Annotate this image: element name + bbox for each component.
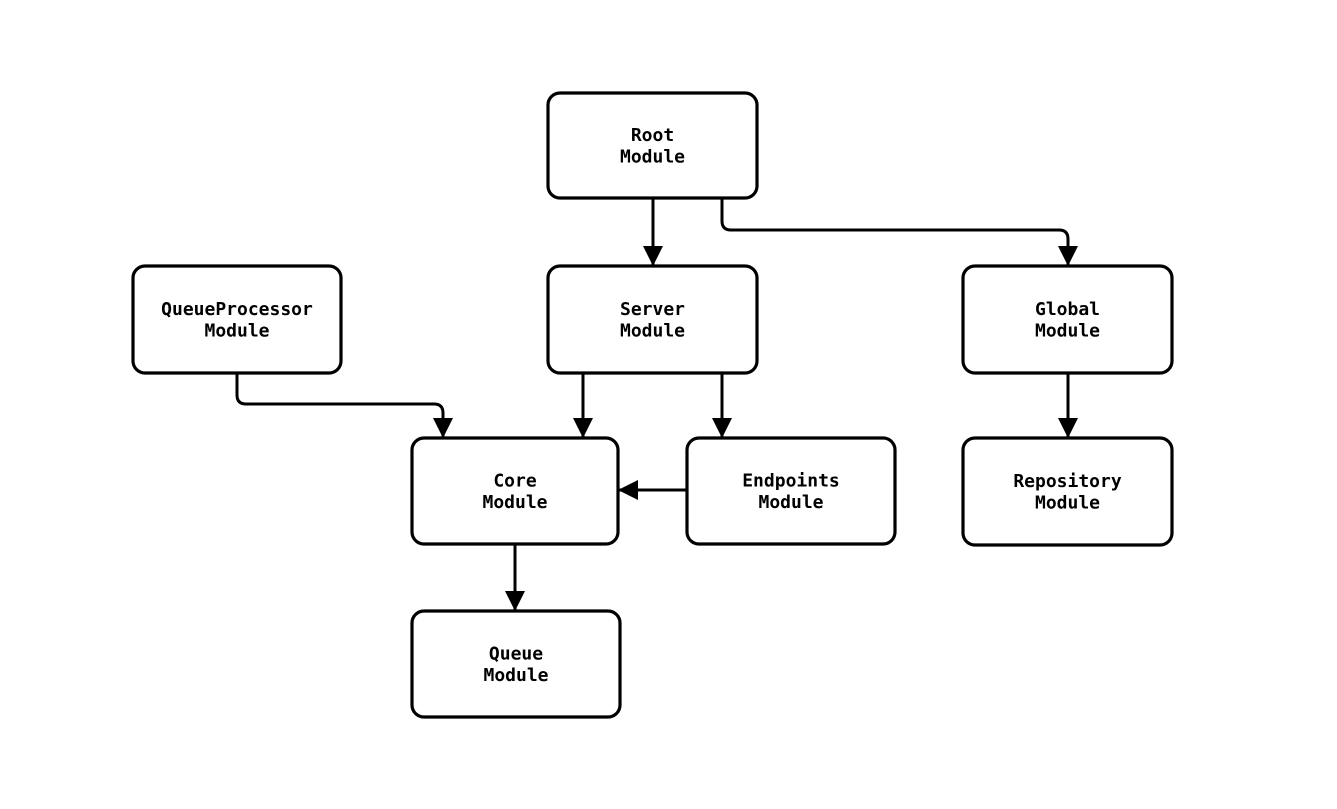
edges-layer — [235, 198, 1078, 611]
node-global-module-box — [961, 264, 1174, 375]
node-endpoints-module-box — [685, 436, 897, 546]
edge-root-module-to-global-module — [720, 198, 1078, 266]
node-root-module-box — [546, 91, 759, 200]
node-repository-module-box — [961, 436, 1174, 547]
node-server-module-box — [546, 264, 759, 375]
node-queueprocessor-module-box — [131, 264, 343, 375]
node-core-module-box — [410, 436, 620, 546]
node-queue-module-box — [410, 609, 622, 719]
edge-queueprocessor-module-to-core-module — [235, 373, 453, 438]
